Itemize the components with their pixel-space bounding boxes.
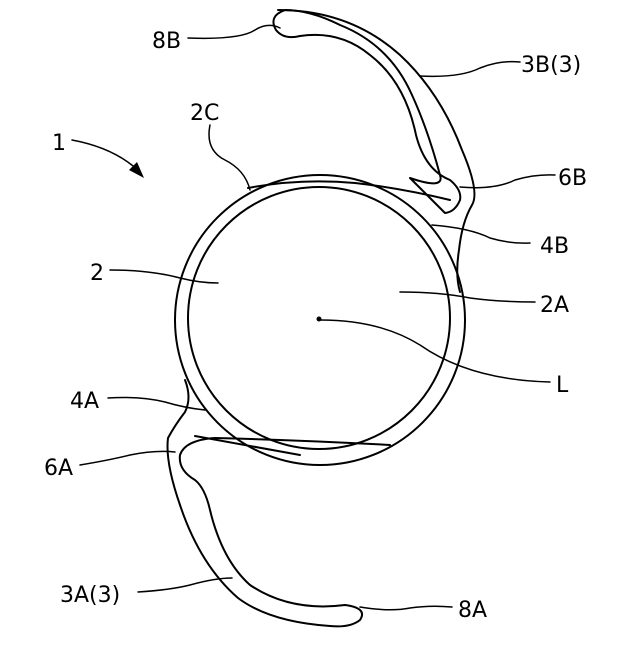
label-l: L — [556, 373, 569, 398]
leader-3b — [420, 62, 520, 77]
leader-6a — [80, 451, 175, 465]
leader-2a — [400, 292, 535, 302]
label-6a: 6A — [44, 456, 73, 481]
label-2: 2 — [90, 261, 104, 286]
leader-l — [320, 320, 550, 382]
leader-8b — [188, 25, 280, 38]
leader-1 — [72, 140, 140, 172]
leader-3a — [138, 578, 232, 592]
label-6b: 6B — [558, 166, 587, 191]
leader-2c — [209, 125, 250, 190]
label-8b: 8B — [152, 29, 181, 54]
lower-haptic — [168, 380, 391, 626]
leader-4b — [432, 225, 530, 243]
label-2a: 2A — [540, 293, 569, 318]
label-2c: 2C — [190, 101, 219, 126]
upper-haptic-outer-edge — [278, 10, 474, 292]
leader-8a — [360, 606, 452, 610]
label-3a: 3A(3) — [60, 583, 120, 608]
label-1: 1 — [52, 131, 66, 156]
label-4b: 4B — [540, 234, 569, 259]
leader-4a — [108, 398, 205, 411]
label-8a: 8A — [458, 598, 487, 623]
label-4a: 4A — [70, 389, 99, 414]
leader-2 — [110, 270, 218, 283]
label-3b: 3B(3) — [521, 53, 581, 78]
